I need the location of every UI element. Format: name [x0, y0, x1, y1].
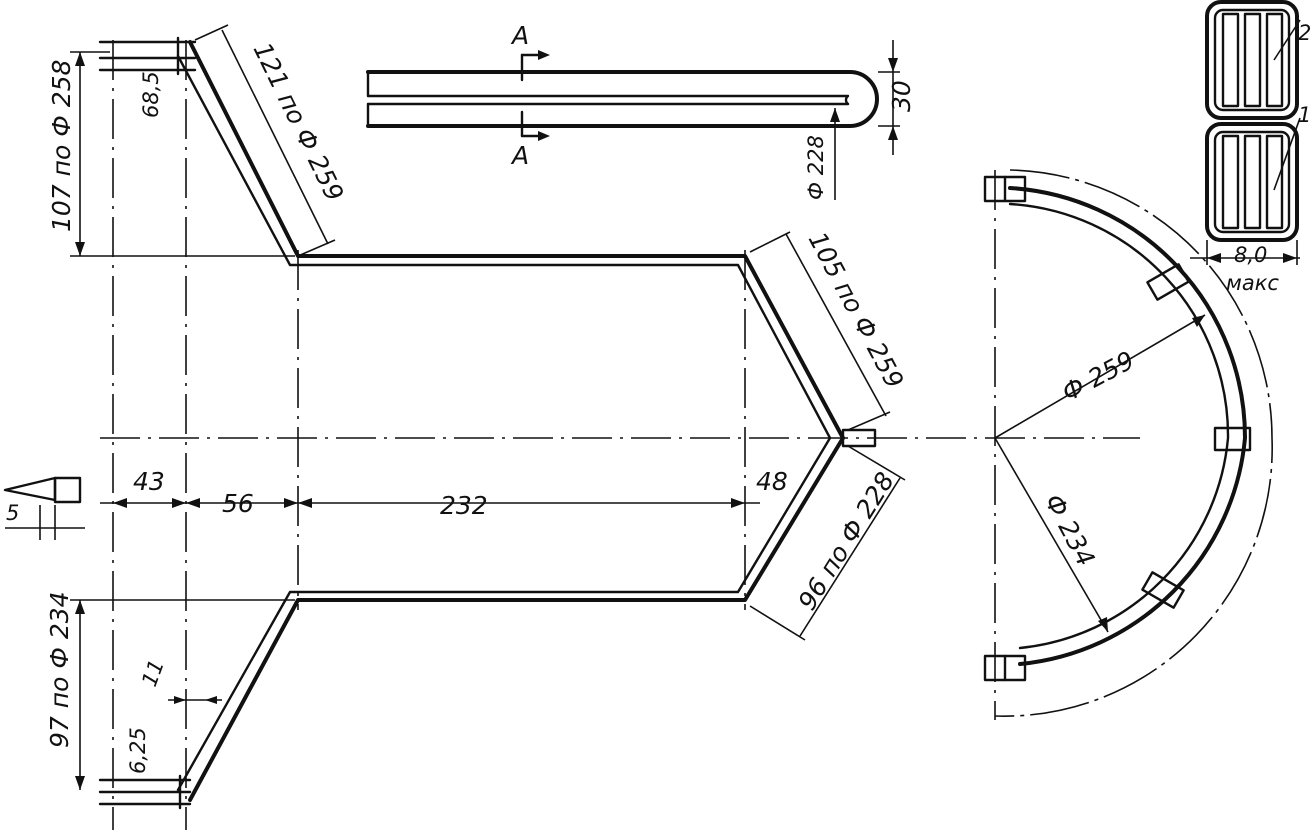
dim-8-0: 8,0 — [1234, 243, 1267, 267]
section-label-bottom: А — [510, 141, 529, 170]
conductor-cross-section — [1190, 0, 1301, 265]
callout-2: 2 — [1298, 21, 1311, 45]
dim-121: 121 по Ф 259 — [248, 38, 350, 206]
dim-11: 11 — [137, 656, 169, 689]
main-dimension-lines — [70, 24, 906, 790]
callout-1: 1 — [1298, 103, 1311, 127]
dim-232: 232 — [440, 491, 488, 520]
dim-phi-259: Ф 259 — [1057, 345, 1139, 407]
plan-view — [983, 169, 1273, 720]
dim-97: 97 по Ф 234 — [45, 591, 74, 748]
section-label-top: А — [510, 21, 529, 50]
dim-6-25: 6,25 — [126, 727, 150, 774]
detail-lead-end — [3, 476, 85, 540]
dim-56: 56 — [222, 489, 254, 518]
dim-phi-228: Ф 228 — [804, 135, 828, 200]
dim-5: 5 — [6, 501, 19, 525]
centre-lines — [100, 40, 1140, 830]
dim-48: 48 — [756, 467, 788, 496]
dim-96: 96 по Ф 228 — [792, 467, 900, 615]
dim-105: 105 по Ф 259 — [803, 227, 910, 393]
dim-30: 30 — [887, 80, 916, 112]
dim-68-5: 68,5 — [139, 71, 163, 118]
dim-43: 43 — [133, 467, 165, 496]
dim-max: макс — [1226, 271, 1279, 295]
coil-outline — [98, 36, 877, 810]
section-a-a-view — [366, 40, 900, 200]
dim-107: 107 по Ф 258 — [47, 60, 76, 232]
